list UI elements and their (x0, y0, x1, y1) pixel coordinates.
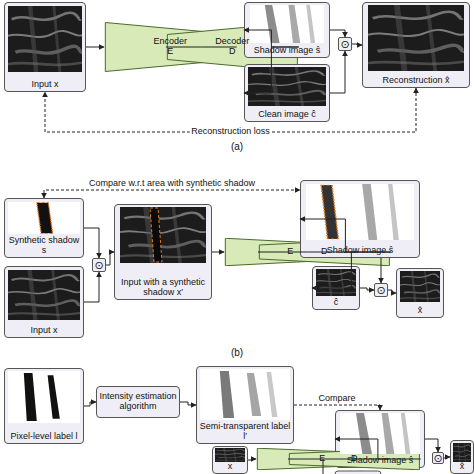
ultrasound-image (8, 6, 82, 72)
image-box: x̂ (396, 268, 444, 318)
node-text: Clean image ĉ (258, 110, 316, 120)
node-text: E (287, 247, 293, 257)
image-box: Semi-transparent label l′ (196, 366, 294, 444)
connector-arrow (84, 272, 99, 302)
node-text: Decoder D (215, 37, 249, 57)
connector-arrow (180, 402, 196, 405)
edge-label: Compare (318, 394, 355, 405)
node-text: Input with a synthetic shadow x′ (117, 278, 209, 298)
connector-arrow (330, 51, 345, 93)
edge-label: Reconstruction loss (189, 127, 272, 137)
ultrasound-image (215, 448, 245, 462)
ultrasound-image (248, 67, 326, 106)
connector-arrow (84, 402, 96, 406)
connector-arrow (86, 47, 104, 48)
node-text: Encoder E (154, 37, 188, 57)
operator-box: ⊙ (374, 283, 388, 297)
ultrasound-image (400, 271, 440, 302)
node-text: Reconstruction x̂ (382, 76, 449, 86)
node-text: Shadow image ŝ (254, 46, 321, 56)
connector-arrow (212, 252, 224, 253)
label-mask-image (8, 371, 80, 423)
clipped-box (335, 471, 381, 474)
dashed-connector (44, 190, 300, 198)
node-text: Semi-transparent label l′ (199, 422, 291, 442)
node-text: Synthetic shadow s (7, 236, 81, 256)
node-text: E (319, 454, 325, 464)
node-text: Pixel-level label l (10, 432, 77, 442)
operator-box: ⊙ (338, 37, 352, 51)
ultrasound-image (316, 269, 356, 296)
shadow-image (250, 5, 324, 43)
image-box: ĉ (312, 266, 360, 310)
ultrasound-image (8, 270, 80, 320)
connector-arrow (300, 219, 391, 252)
panel-label: (a) (231, 141, 243, 152)
node-text: x (228, 462, 233, 472)
connector-arrow (288, 459, 389, 460)
connector-arrow (330, 30, 345, 37)
image-box: Input x (4, 2, 86, 92)
node-text: Input x (31, 80, 58, 90)
node-text: ĉ (334, 298, 339, 308)
node-text: x̂ (418, 306, 423, 316)
image-box: x (212, 446, 248, 474)
synthetic-shadow-image (8, 202, 80, 234)
connector-arrow (335, 439, 421, 459)
node-text: D (321, 247, 328, 257)
image-box: Shadow image ŝ (335, 410, 425, 468)
connector-arrow (381, 258, 382, 283)
shadow-image (306, 184, 414, 240)
connector-arrow (352, 44, 362, 45)
connector-arrow (106, 252, 114, 265)
dashed-connector (45, 88, 416, 132)
image-box: Pixel-level label l (4, 368, 84, 444)
node-text: ⊙ (433, 453, 442, 464)
connector-arrow (166, 47, 237, 48)
image-box: Reconstruction x̂ (362, 2, 470, 88)
semi-transparent-image (200, 369, 290, 420)
image-box: Synthetic shadow s (4, 198, 84, 258)
connector-arrow (444, 457, 450, 458)
connector-arrow (84, 228, 99, 258)
node-text: ⊙ (94, 260, 103, 271)
image-box: x̂ (450, 440, 474, 474)
operator-box: ⊙ (432, 452, 444, 464)
ultrasound-image (368, 5, 464, 71)
image-box: Input x (4, 266, 84, 338)
node-text: Intensity estimation algorithm (99, 392, 177, 412)
connector-arrow (244, 47, 299, 93)
clipped-wire (323, 459, 335, 474)
trapezoid-shape (289, 448, 419, 470)
node-text: ⊙ (340, 39, 349, 50)
image-box: Shadow image ŝ (300, 180, 420, 258)
connector-arrow (248, 459, 256, 460)
ultrasound-image (453, 443, 471, 462)
connector-arrow (312, 252, 391, 288)
dashed-connector (294, 405, 380, 410)
shadow-image (340, 413, 420, 454)
connector-arrow (388, 290, 396, 293)
connector-arrow (360, 288, 374, 290)
node-text: x̂ (460, 462, 465, 472)
node-text: Shadow image ŝ (327, 246, 394, 256)
panel-label: (b) (231, 347, 243, 358)
connector-arrow (244, 30, 299, 47)
connector-arrow (258, 252, 357, 253)
image-box: Input with a synthetic shadow x′ (114, 204, 212, 300)
image-box: Shadow image ŝ (244, 2, 330, 58)
node-text: ⊙ (376, 285, 385, 296)
ultrasound-image (120, 207, 206, 263)
image-box: Clean image ĉ (244, 64, 330, 122)
operator-box: ⊙ (92, 258, 106, 272)
connector-arrow (425, 439, 438, 452)
process-box: Intensity estimation algorithm (96, 386, 180, 418)
synthetic-shadow-overlay (150, 208, 162, 262)
node-text: Input x (30, 326, 57, 336)
node-text: D (351, 454, 358, 464)
edge-label: Compare w.r.t area with synthetic shadow (89, 179, 255, 190)
